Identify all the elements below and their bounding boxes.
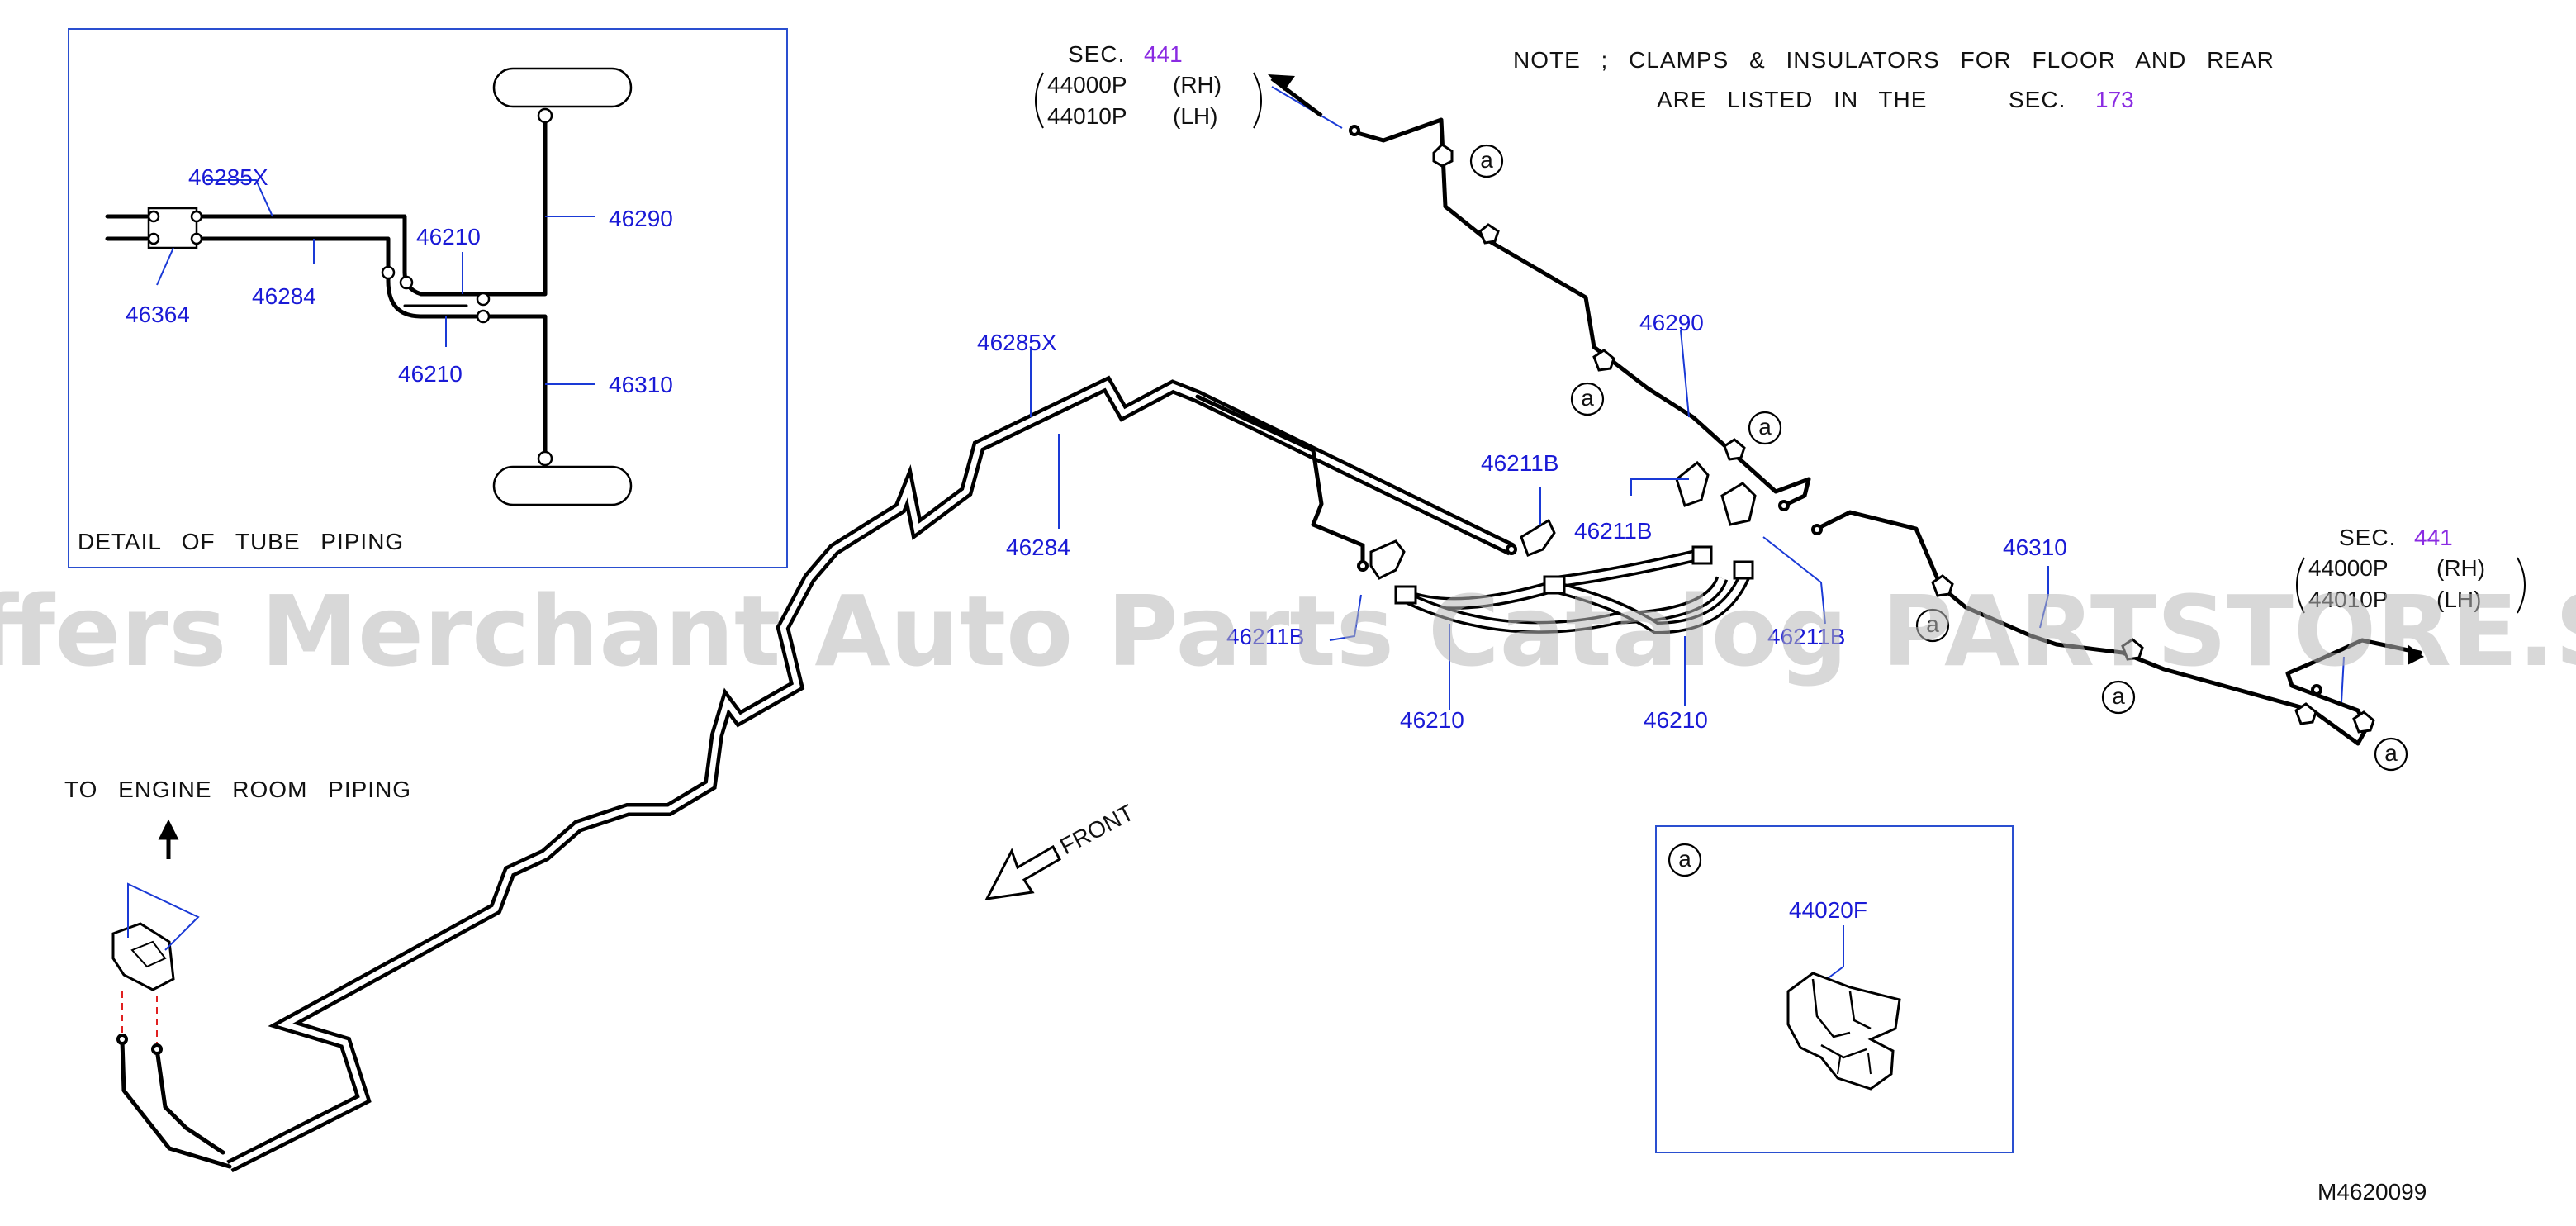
clamp-ref-a: a xyxy=(2101,680,2136,715)
sec-441-upper-callout: SEC. 441 44000P (RH) 44010P (LH) xyxy=(1035,41,1262,129)
sec-side-lh-right: (LH) xyxy=(2436,587,2481,612)
sec-part-44010p-upper: 44010P xyxy=(1047,103,1127,129)
detail-label-46284: 46284 xyxy=(252,283,316,309)
sec-441-right-callout: SEC. 441 44000P (RH) 44010P (LH) xyxy=(2296,525,2526,614)
note-line-1: NOTE ; CLAMPS & INSULATORS FOR FLOOR AND… xyxy=(1513,47,2275,73)
engine-room-label: TO ENGINE ROOM PIPING xyxy=(64,777,411,802)
tube-46290-run xyxy=(1268,74,1811,511)
detail-label-46210-lower: 46210 xyxy=(398,361,463,387)
engine-room-connector xyxy=(111,819,200,1043)
front-direction-arrow xyxy=(984,844,1062,900)
clip-44020f-drawing xyxy=(1786,972,1901,1091)
label-46210-b: 46210 xyxy=(1644,707,1708,733)
detail-label-46285x: 46285X xyxy=(188,164,268,190)
detail-box-title: DETAIL OF TUBE PIPING xyxy=(78,529,404,554)
svg-text:a: a xyxy=(1926,611,1939,637)
clip-box-ref: a xyxy=(1678,846,1691,872)
svg-text:a: a xyxy=(2384,740,2398,766)
clip-part-44020f: 44020F xyxy=(1789,897,1867,923)
drawing-number: M4620099 xyxy=(2317,1179,2427,1205)
clip-44020f-detail-box: a 44020F xyxy=(1655,825,2014,1153)
sec-part-44000p-right: 44000P xyxy=(2308,555,2389,581)
main-brake-tube-run xyxy=(116,375,1517,1173)
sec-number-right[interactable]: 441 xyxy=(2414,525,2453,550)
clamp-ref-a: a xyxy=(1748,411,1782,445)
note-sec-prefix: SEC. xyxy=(2009,87,2066,112)
sec-side-rh-right: (RH) xyxy=(2436,555,2485,581)
label-46310: 46310 xyxy=(2003,535,2067,560)
detail-label-46310: 46310 xyxy=(609,372,673,397)
clamp-ref-a: a xyxy=(1570,382,1605,416)
label-46211b-a: 46211B xyxy=(1481,450,1558,476)
clamp-reference-markers: a a a a a a xyxy=(1469,144,2408,772)
label-46211b-d: 46211B xyxy=(1767,624,1845,649)
detail-label-46290: 46290 xyxy=(609,206,673,231)
sec-prefix-upper: SEC. xyxy=(1068,41,1125,67)
center-hoses-and-brackets xyxy=(1329,460,1826,710)
svg-text:a: a xyxy=(1581,385,1594,411)
watermark-text: Offers Merchant Auto Parts Catalog PARTS… xyxy=(0,574,2576,688)
detail-label-46364: 46364 xyxy=(126,302,190,327)
note-sec-number[interactable]: 173 xyxy=(2095,87,2134,112)
tube-46310-run xyxy=(1811,510,2424,746)
svg-text:a: a xyxy=(1758,414,1772,440)
label-46285x: 46285X xyxy=(977,330,1057,355)
clamp-ref-a: a xyxy=(1915,608,1950,643)
detail-label-46210-upper: 46210 xyxy=(416,224,481,249)
sec-number-upper[interactable]: 441 xyxy=(1144,41,1183,67)
rear-wheel-lower xyxy=(492,465,633,506)
label-46290: 46290 xyxy=(1639,310,1704,335)
rear-wheel-upper xyxy=(492,67,633,108)
clamp-ref-a: a xyxy=(2374,737,2408,772)
label-46284: 46284 xyxy=(1006,535,1070,560)
svg-text:a: a xyxy=(2112,683,2125,709)
sec-side-rh-upper: (RH) xyxy=(1173,72,1222,97)
sec-part-44010p-right: 44010P xyxy=(2308,587,2389,612)
sec-prefix-right: SEC. xyxy=(2339,525,2396,550)
sec-part-44000p-upper: 44000P xyxy=(1047,72,1127,97)
sec-side-lh-upper: (LH) xyxy=(1173,103,1217,129)
clamp-ref-a: a xyxy=(1469,144,1504,178)
note-line-2: ARE LISTED IN THE xyxy=(1657,87,1927,112)
detail-of-tube-piping-box: 46285X 46364 46284 46210 46210 46290 463… xyxy=(68,28,788,568)
svg-text:a: a xyxy=(1480,147,1493,173)
label-46211b-c: 46211B xyxy=(1226,624,1304,649)
label-46210-a: 46210 xyxy=(1400,707,1464,733)
label-46211b-b: 46211B xyxy=(1574,518,1652,544)
